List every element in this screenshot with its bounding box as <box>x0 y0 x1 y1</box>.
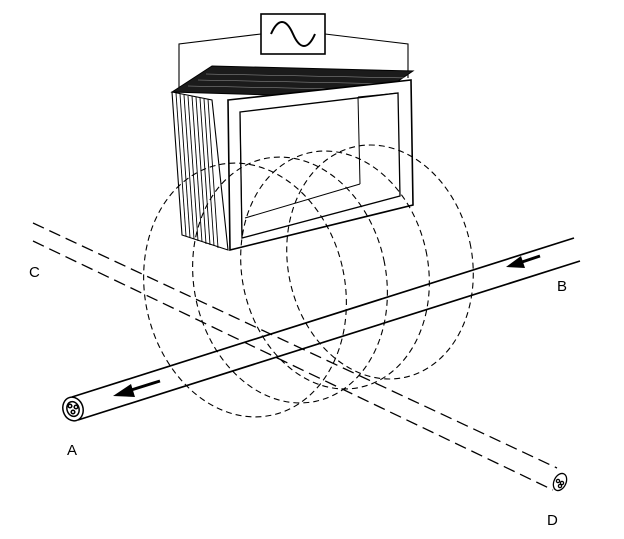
conductor-d-end-icon <box>552 472 568 492</box>
conductor-a-end-icon <box>62 396 84 422</box>
label-d: D <box>547 512 558 529</box>
conductor-c-d <box>32 222 558 491</box>
magnetic-field-lines <box>143 144 474 418</box>
laminated-core <box>170 65 415 252</box>
current-arrow-a-icon <box>113 379 161 397</box>
label-c: C <box>29 264 40 281</box>
current-arrow-b-icon <box>506 254 541 268</box>
conductor-a-b <box>71 237 581 421</box>
label-a: A <box>67 442 78 459</box>
ac-source-sine-icon <box>260 13 326 55</box>
label-b: B <box>557 278 568 295</box>
supply-wires <box>178 33 409 94</box>
